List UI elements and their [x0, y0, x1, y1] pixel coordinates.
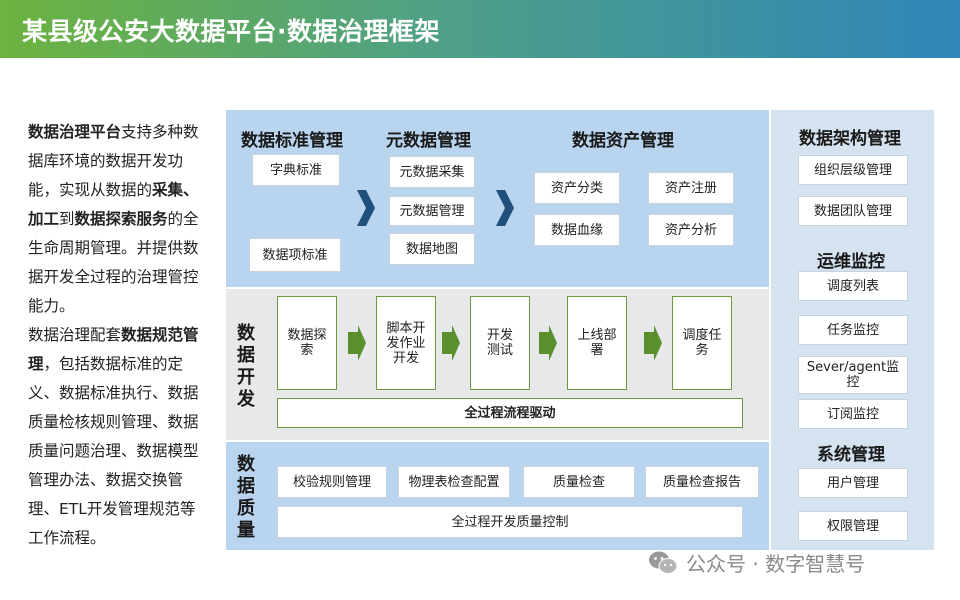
intro-text-run: 数据治理配套: [28, 326, 122, 344]
box-quality-check: 质量检查: [523, 466, 635, 498]
box-asset-analysis: 资产分析: [648, 214, 734, 246]
intro-emphasis: 数据规范管理: [28, 326, 199, 373]
box-task-monitor: 任务监控: [798, 315, 908, 345]
box-agent-monitor-label: Sever/agent监控: [806, 360, 900, 390]
box-data-explore-label: 数据探索: [287, 328, 327, 358]
wechat-icon: [649, 551, 678, 574]
arch-title: 数据架构管理: [799, 129, 901, 149]
panel-data-quality: 数据质量 校验规则管理 物理表检查配置 质量检查 质量检查报告 全过程开发质量控…: [226, 442, 769, 550]
panel-data-development: 数据开发 数据探索 脚本开发作业开发 开发测试 上线部署 调度任务 全过程流程驱…: [226, 287, 769, 442]
intro-text: 数据治理平台支持多种数据库环境的数据开发功能，实现从数据的采集、加工到数据探索服…: [28, 118, 208, 553]
box-data-lineage: 数据血缘: [534, 214, 620, 246]
intro-paragraph-1: 数据治理平台支持多种数据库环境的数据开发功能，实现从数据的采集、加工到数据探索服…: [28, 118, 208, 321]
arrow-right-icon: [348, 325, 366, 361]
standards-title: 数据标准管理: [241, 131, 343, 151]
arrow-right-icon: [539, 325, 557, 361]
intro-emphasis: 数据探索服务: [74, 210, 168, 228]
box-schedule-task-label: 调度任务: [682, 328, 722, 358]
box-data-explore: 数据探索: [277, 296, 337, 390]
intro-text-run: 的全生命周期管理。并提供数据开发全过程的治理管控能力。: [28, 210, 199, 315]
intro-text-run: ，包括数据标准的定义、数据标准执行、数据质量检核规则管理、数据质量问题治理、数据…: [28, 355, 199, 547]
box-subscription-monitor: 订阅监控: [798, 399, 908, 429]
watermark: 公众号 · 数字智慧号: [648, 548, 865, 577]
box-physical-table-check: 物理表检查配置: [398, 466, 510, 498]
box-dev-test-label: 开发测试: [486, 328, 513, 358]
box-deploy-label: 上线部署: [577, 328, 617, 358]
watermark-text: 公众号 · 数字智慧号: [686, 552, 866, 576]
arrow-right-icon: [496, 190, 514, 226]
box-org-level: 组织层级管理: [798, 155, 908, 185]
box-schedule-list: 调度列表: [798, 271, 908, 301]
box-dict-standard: 字典标准: [252, 154, 340, 186]
intro-paragraph-2: 数据治理配套数据规范管理，包括数据标准的定义、数据标准执行、数据质量检核规则管理…: [28, 321, 208, 553]
box-deploy: 上线部署: [567, 296, 627, 390]
box-item-standard: 数据项标准: [249, 238, 341, 272]
metadata-title: 元数据管理: [386, 131, 471, 151]
panel-standards-metadata-assets: 数据标准管理 字典标准 数据项标准 元数据管理 元数据采集 元数据管理 数据地图…: [226, 110, 769, 287]
box-agent-monitor: Sever/agent监控: [798, 356, 908, 394]
arrow-right-icon: [644, 325, 662, 361]
ops-title: 运维监控: [817, 252, 885, 272]
box-dev-test: 开发测试: [470, 296, 530, 390]
box-quality-control: 全过程开发质量控制: [277, 506, 743, 538]
box-permission-manage: 权限管理: [798, 511, 908, 541]
box-schedule-task: 调度任务: [672, 296, 732, 390]
intro-emphasis: 采集、加工: [28, 181, 199, 228]
box-script-dev: 脚本开发作业开发: [376, 296, 436, 390]
intro-text-run: 支持多种数据库环境的数据开发功能，实现从数据的: [28, 123, 199, 199]
arrow-right-icon: [357, 190, 375, 226]
box-script-dev-label: 脚本开发作业开发: [386, 320, 426, 366]
dev-title: 数据开发: [237, 323, 255, 410]
assets-title: 数据资产管理: [572, 131, 674, 151]
box-asset-classify: 资产分类: [534, 172, 620, 204]
box-user-manage: 用户管理: [798, 468, 908, 498]
box-process-drive: 全过程流程驱动: [277, 398, 743, 428]
box-validation-rules: 校验规则管理: [277, 466, 387, 498]
panel-right-management: 数据架构管理 组织层级管理 数据团队管理 运维监控 调度列表 任务监控 Seve…: [769, 110, 934, 550]
box-metadata-collect: 元数据采集: [389, 156, 475, 188]
intro-emphasis: 数据治理平台: [28, 123, 122, 141]
box-data-map: 数据地图: [389, 233, 475, 265]
quality-title: 数据质量: [237, 454, 255, 541]
intro-text-run: 到: [59, 210, 75, 228]
box-quality-report: 质量检查报告: [645, 466, 759, 498]
page-title: 某县级公安大数据平台·数据治理框架: [22, 17, 440, 46]
framework-diagram: 数据标准管理 字典标准 数据项标准 元数据管理 元数据采集 元数据管理 数据地图…: [226, 110, 934, 550]
box-asset-register: 资产注册: [648, 172, 734, 204]
sys-title: 系统管理: [817, 445, 885, 465]
box-data-team: 数据团队管理: [798, 196, 908, 226]
box-metadata-manage: 元数据管理: [389, 196, 475, 226]
arrow-right-icon: [442, 325, 460, 361]
header-banner: 某县级公安大数据平台·数据治理框架: [0, 0, 960, 58]
